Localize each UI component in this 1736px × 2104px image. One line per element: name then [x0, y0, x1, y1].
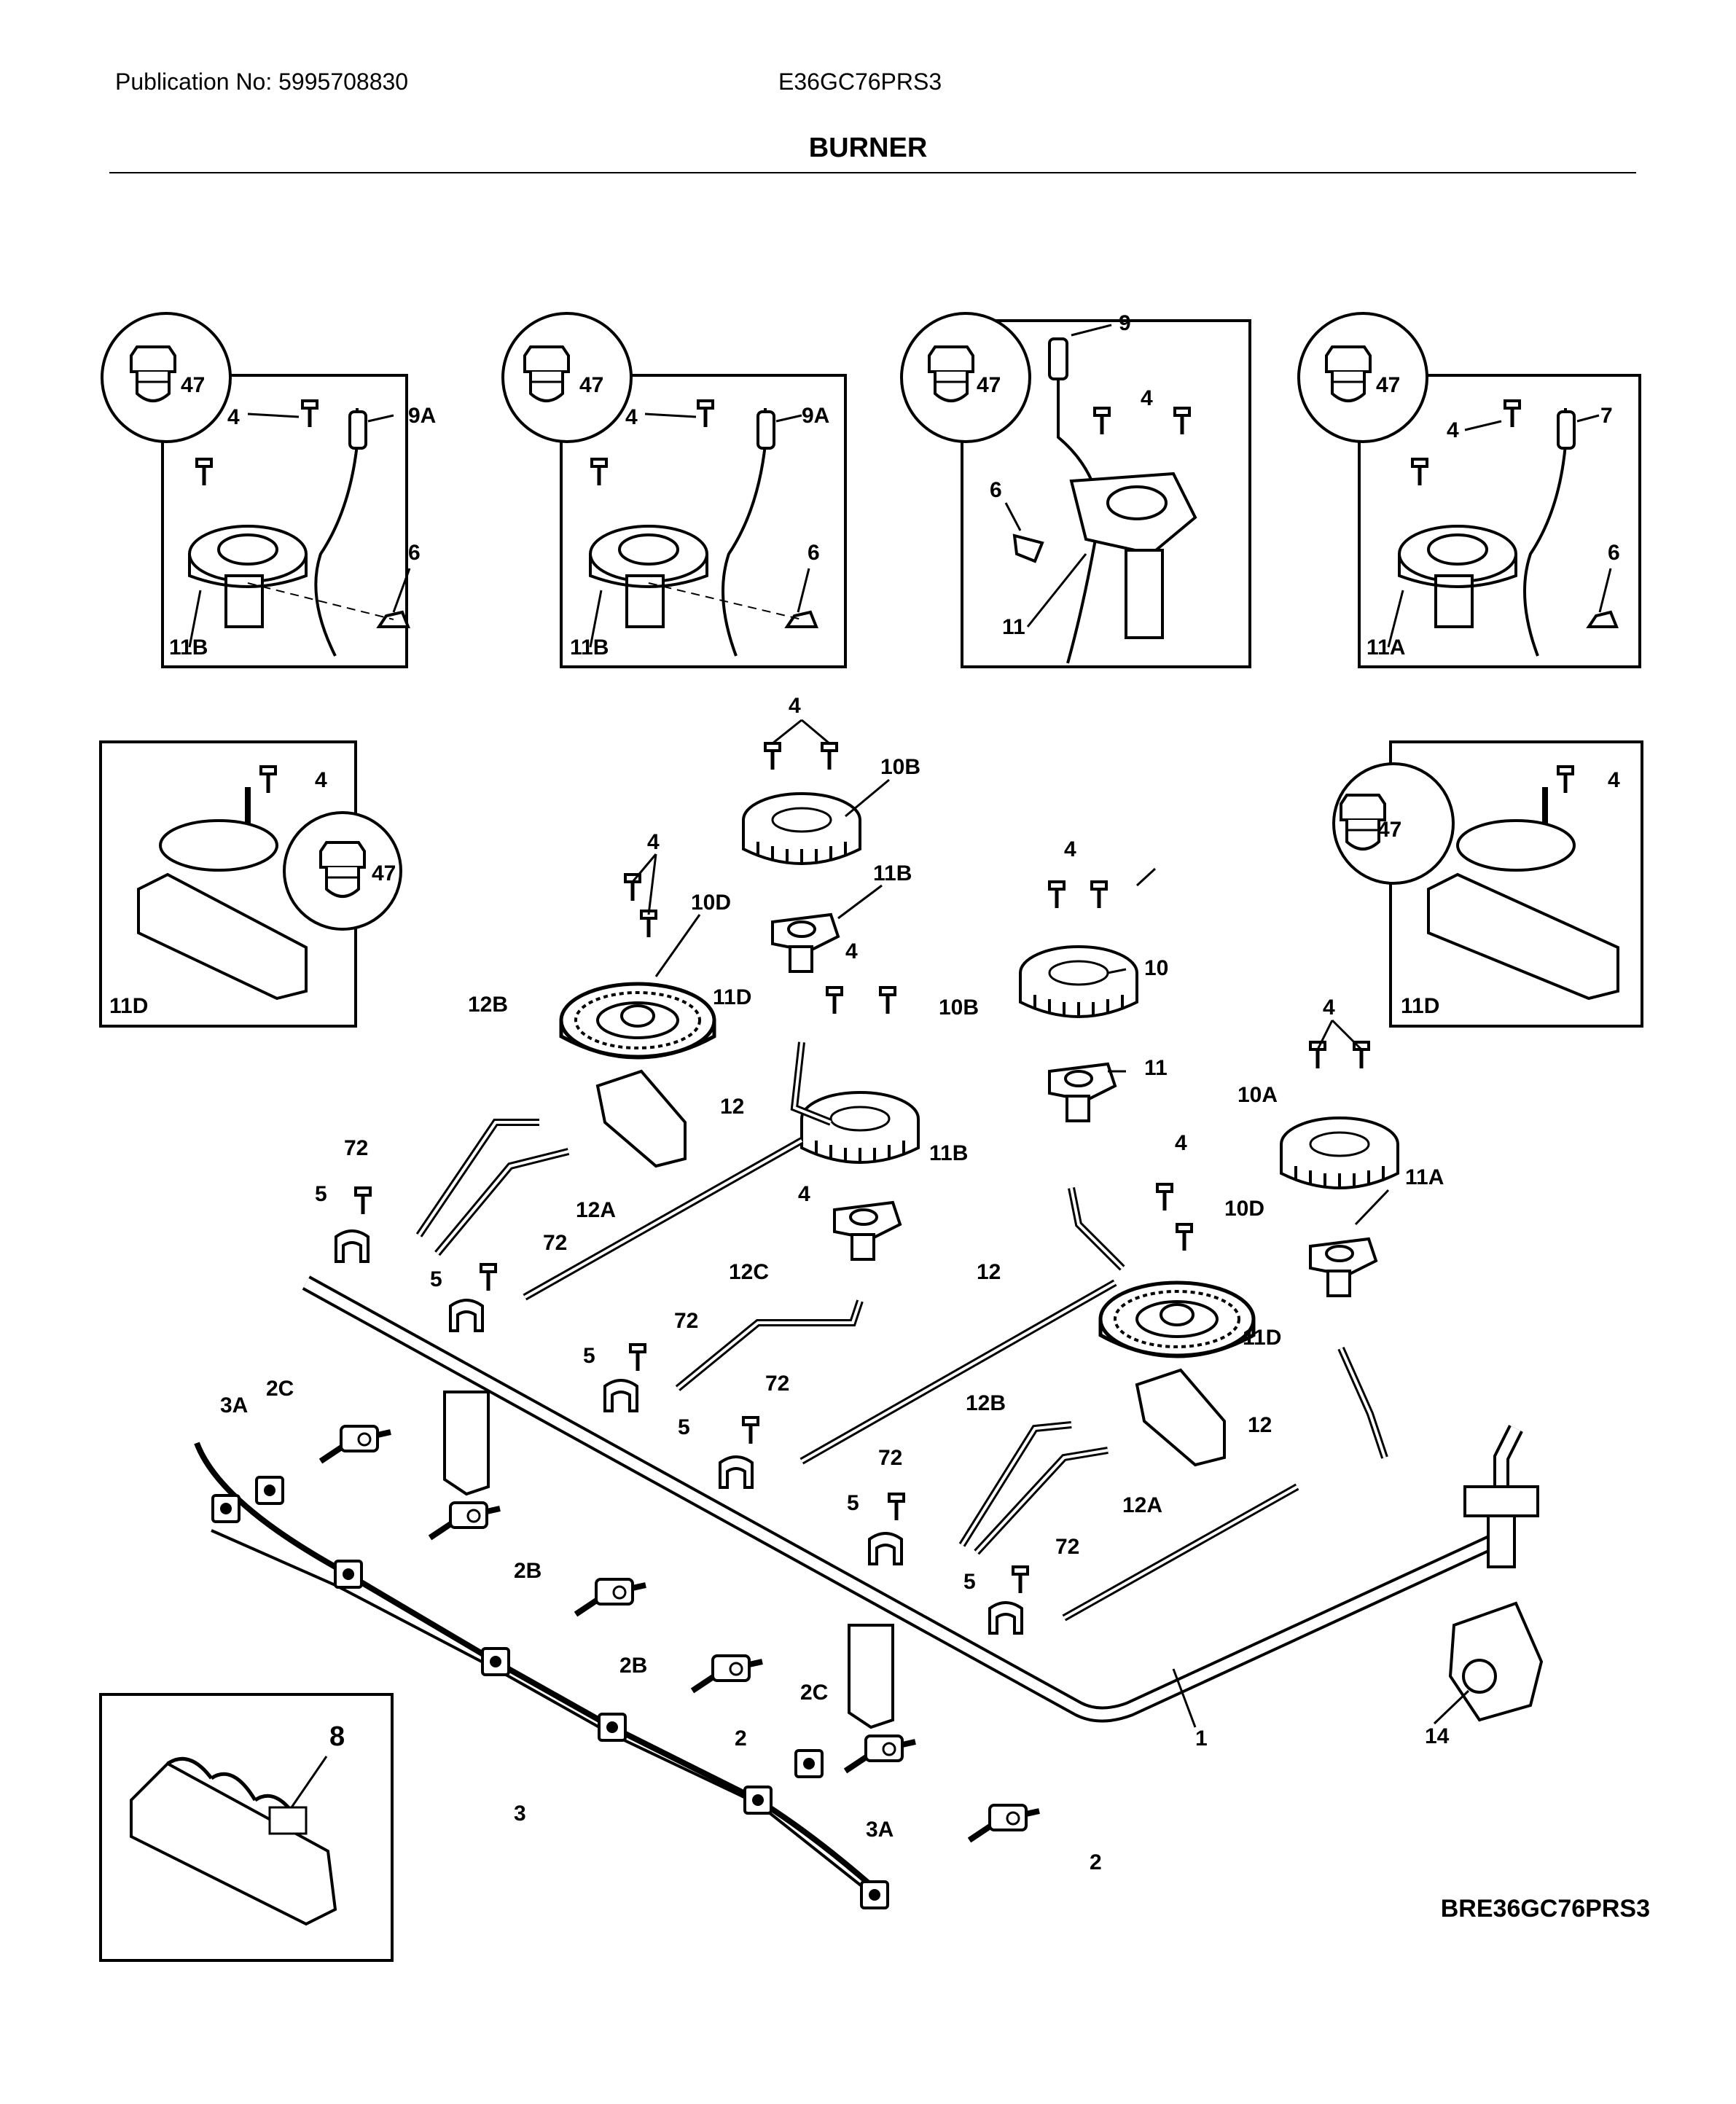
- callout-12B: 12B: [468, 993, 508, 1017]
- callout-10A: 10A: [1238, 1083, 1278, 1107]
- callout-11B: 11B: [873, 861, 912, 885]
- callout-47: 47: [1376, 373, 1400, 397]
- callout-11: 11: [1144, 1056, 1168, 1080]
- callout-72: 72: [543, 1231, 567, 1255]
- inset-box-3: [900, 312, 1251, 668]
- callout-2C: 2C: [800, 1681, 828, 1705]
- callout-4: 4: [789, 694, 801, 718]
- callout-4: 4: [625, 405, 638, 429]
- burner-assemblies: [561, 743, 1399, 1467]
- callout-3A: 3A: [866, 1818, 894, 1842]
- callout-72: 72: [674, 1309, 698, 1333]
- callout-9A: 9A: [802, 404, 829, 428]
- callout-11D: 11D: [713, 985, 751, 1009]
- callout-4: 4: [798, 1182, 810, 1206]
- callout-12: 12: [720, 1095, 744, 1119]
- callout-9: 9: [1119, 311, 1131, 335]
- callout-2B: 2B: [514, 1559, 541, 1583]
- callout-47: 47: [977, 373, 1001, 397]
- callout-47: 47: [181, 373, 205, 397]
- callout-1: 1: [1195, 1726, 1208, 1751]
- callout-47: 47: [1377, 818, 1401, 842]
- inset-box-2: [501, 312, 847, 668]
- callout-5: 5: [847, 1491, 859, 1515]
- callout-11B: 11B: [169, 635, 208, 660]
- ignition-harness: [194, 1442, 889, 1909]
- callout-12B: 12B: [966, 1391, 1006, 1415]
- callout-11D: 11D: [1243, 1326, 1281, 1350]
- callout-4: 4: [315, 768, 327, 792]
- publication-number: Publication No: 5995708830: [115, 69, 409, 95]
- callout-6: 6: [408, 541, 421, 565]
- callout-11B: 11B: [929, 1141, 968, 1165]
- callout-10D: 10D: [1224, 1197, 1264, 1221]
- callout-3: 3: [514, 1802, 526, 1826]
- callout-10B: 10B: [939, 996, 979, 1020]
- section-title: BURNER: [808, 133, 928, 163]
- callout-12: 12: [1248, 1413, 1272, 1437]
- callout-9A: 9A: [408, 404, 436, 428]
- callout-8: 8: [329, 1721, 345, 1752]
- callout-4: 4: [1447, 418, 1459, 442]
- inset-box-4: [1297, 312, 1641, 668]
- callout-4: 4: [227, 405, 240, 429]
- callout-2: 2: [735, 1726, 747, 1751]
- callout-4: 4: [1608, 768, 1620, 792]
- callout-10: 10: [1144, 956, 1168, 980]
- callout-47: 47: [372, 861, 396, 885]
- callout-5: 5: [678, 1415, 690, 1439]
- callout-12A: 12A: [576, 1198, 616, 1222]
- callout-5: 5: [963, 1570, 976, 1594]
- callout-7: 7: [1600, 404, 1613, 428]
- header-rule: [109, 172, 1636, 173]
- callout-11: 11: [1002, 615, 1025, 639]
- callout-11B: 11B: [570, 635, 609, 660]
- callout-5: 5: [315, 1182, 327, 1206]
- inset-box-1: [101, 312, 410, 668]
- callout-4: 4: [1064, 837, 1076, 861]
- callout-11A: 11A: [1405, 1165, 1444, 1189]
- callout-2C: 2C: [266, 1377, 294, 1401]
- gas-valves: [321, 1426, 1544, 1840]
- callout-4: 4: [1323, 996, 1335, 1020]
- callout-72: 72: [344, 1136, 368, 1160]
- callout-4: 4: [845, 939, 858, 963]
- callout-6: 6: [1608, 541, 1620, 565]
- callout-10D: 10D: [691, 891, 731, 915]
- callout-11D: 11D: [1401, 994, 1439, 1018]
- model-number: E36GC76PRS3: [778, 69, 942, 95]
- callout-72: 72: [878, 1446, 902, 1470]
- callout-10B: 10B: [880, 755, 920, 779]
- callout-6: 6: [990, 478, 1002, 502]
- callout-14: 14: [1425, 1724, 1450, 1748]
- callout-11D: 11D: [109, 994, 148, 1018]
- callout-4: 4: [1141, 386, 1153, 410]
- inset-box-spark-module: [99, 1693, 394, 1962]
- callout-3A: 3A: [220, 1393, 248, 1417]
- callout-4: 4: [1175, 1131, 1187, 1155]
- callout-2B: 2B: [619, 1654, 647, 1678]
- callout-2: 2: [1090, 1850, 1102, 1874]
- callout-4: 4: [647, 830, 660, 854]
- callout-6: 6: [808, 541, 820, 565]
- callout-47: 47: [579, 373, 603, 397]
- manifold-and-tubes: [302, 1041, 1539, 1729]
- callout-72: 72: [1055, 1535, 1079, 1559]
- callout-11A: 11A: [1366, 635, 1405, 660]
- callout-5: 5: [430, 1267, 442, 1291]
- diagram-id: BRE36GC76PRS3: [1440, 1895, 1650, 1923]
- inset-box-11D-right: [1332, 740, 1643, 1028]
- callout-12A: 12A: [1122, 1493, 1162, 1517]
- callout-12: 12: [977, 1260, 1001, 1284]
- callout-5: 5: [583, 1344, 595, 1368]
- callout-12C: 12C: [729, 1260, 769, 1284]
- callout-72: 72: [765, 1372, 789, 1396]
- inset-box-11D-left: [99, 740, 402, 1028]
